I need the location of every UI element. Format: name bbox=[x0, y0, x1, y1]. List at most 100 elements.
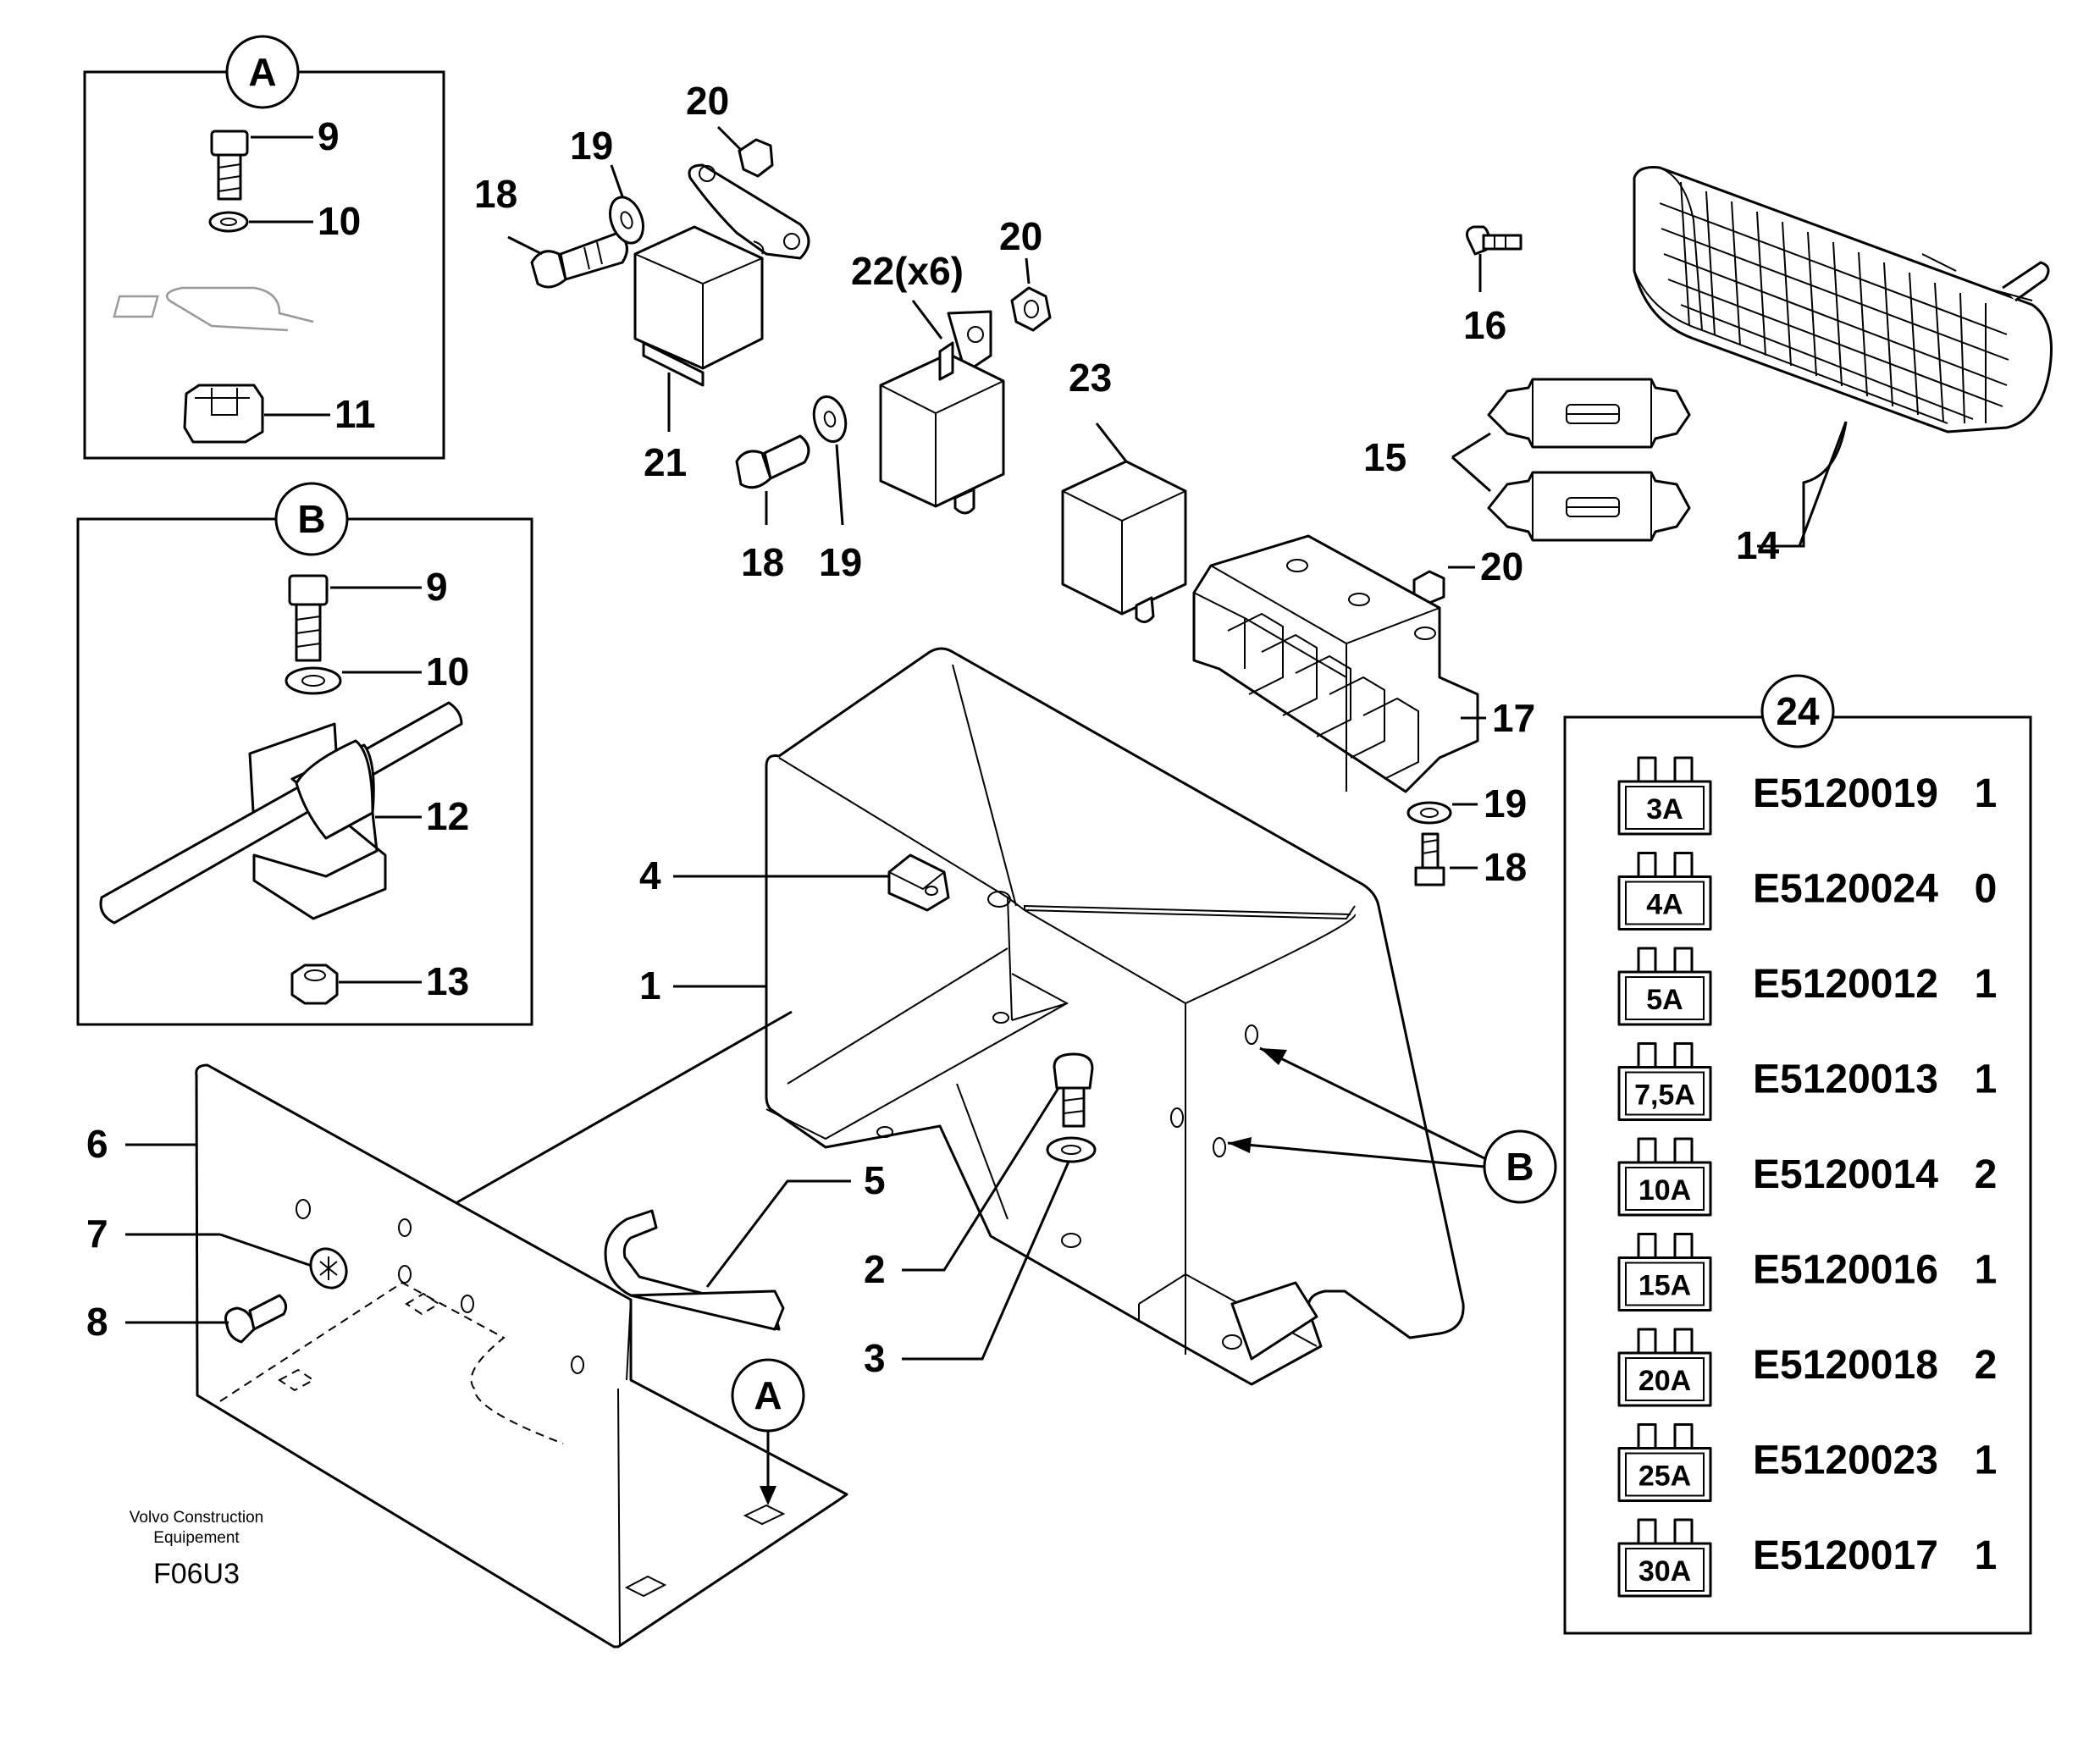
fuse-part-number: E5120012 bbox=[1753, 962, 1938, 1007]
label-20a: 20 bbox=[686, 79, 729, 123]
label-7: 7 bbox=[86, 1212, 108, 1256]
fuse-quantity: 1 bbox=[1975, 962, 1998, 1007]
label-23: 23 bbox=[1069, 356, 1112, 400]
detail-a-callout-circle bbox=[225, 35, 300, 109]
detail-a-panel: A 9 10 11 bbox=[83, 35, 445, 460]
label-8: 8 bbox=[86, 1300, 108, 1344]
fuse-table-callout: 24 bbox=[1776, 689, 1820, 733]
washer-icon bbox=[812, 395, 848, 443]
washer-icon bbox=[1046, 1136, 1097, 1163]
brand-line-2: Equipement bbox=[153, 1529, 240, 1547]
mounting-bracket-icon bbox=[195, 1063, 848, 1648]
fuse-row: 10A E5120014 2 bbox=[1617, 1137, 1998, 1217]
label-1: 1 bbox=[639, 964, 661, 1008]
detail-b-panel: B 9 10 12 13 bbox=[76, 482, 533, 1026]
label-17: 17 bbox=[1492, 696, 1535, 740]
screw-icon bbox=[1465, 225, 1522, 256]
label-11: 11 bbox=[334, 392, 376, 436]
washer-icon bbox=[285, 666, 342, 695]
label-19b: 19 bbox=[819, 540, 862, 584]
lamp-grille bbox=[1659, 181, 2009, 424]
bolt-icon bbox=[1053, 1052, 1094, 1128]
blade-fuse-icon bbox=[1617, 1233, 1712, 1311]
rubber-strip-icon bbox=[604, 1209, 785, 1331]
bolt-icon bbox=[530, 231, 628, 289]
detail-b-callout-circle bbox=[274, 482, 349, 556]
blade-fuse-icon bbox=[1617, 852, 1712, 930]
fuse-rating: 5A bbox=[1646, 984, 1683, 1016]
label-13: 13 bbox=[426, 959, 469, 1003]
label-21: 21 bbox=[644, 440, 687, 484]
fuse-rating: 4A bbox=[1646, 889, 1683, 921]
label-19c: 19 bbox=[1484, 781, 1527, 826]
bolt-icon bbox=[1414, 832, 1445, 886]
label-10b: 10 bbox=[426, 649, 469, 693]
label-15: 15 bbox=[1363, 435, 1406, 479]
label-9b: 9 bbox=[426, 565, 448, 609]
relay-icon bbox=[633, 163, 810, 387]
fuse-quantity: 2 bbox=[1975, 1152, 1998, 1197]
label-6: 6 bbox=[86, 1122, 108, 1166]
fuse-part-number: E5120016 bbox=[1753, 1248, 1938, 1293]
fuse-rating: 7,5A bbox=[1634, 1080, 1695, 1112]
label-4: 4 bbox=[639, 853, 661, 897]
label-19a: 19 bbox=[570, 124, 613, 168]
fuse-table-callout-circle bbox=[1760, 674, 1835, 748]
fuse-quantity: 2 bbox=[1975, 1343, 1998, 1388]
bulb-fuse-icon bbox=[1487, 378, 1691, 449]
washer-icon bbox=[208, 211, 249, 233]
nut-icon bbox=[1010, 286, 1052, 332]
label-18c: 18 bbox=[1484, 845, 1527, 889]
fuse-box-housing-icon bbox=[765, 647, 1465, 1386]
blade-fuse-icon bbox=[1617, 1137, 1712, 1217]
clip-icon bbox=[887, 853, 950, 912]
bolt-icon bbox=[735, 434, 810, 489]
fuse-rating: 25A bbox=[1639, 1461, 1691, 1493]
fuse-part-number: E5120019 bbox=[1753, 771, 1938, 816]
blade-fuse-icon bbox=[1617, 1423, 1712, 1502]
blade-fuse-icon bbox=[1617, 1042, 1712, 1121]
label-20c: 20 bbox=[1480, 544, 1523, 588]
label-3: 3 bbox=[864, 1336, 886, 1380]
label-5: 5 bbox=[864, 1158, 886, 1202]
fuse-part-number: E5120018 bbox=[1753, 1343, 1938, 1388]
fuse-quantity: 1 bbox=[1975, 771, 1998, 816]
fuse-part-number: E5120014 bbox=[1753, 1152, 1938, 1197]
fuse-rating: 20A bbox=[1639, 1365, 1691, 1397]
label-22: 22(x6) bbox=[851, 249, 964, 293]
label-14: 14 bbox=[1736, 523, 1780, 567]
cage-nut-icon bbox=[183, 384, 264, 444]
fuse-quantity: 1 bbox=[1975, 1438, 1998, 1483]
fuse-row: 25A E5120023 1 bbox=[1617, 1423, 1998, 1502]
fuse-rating: 3A bbox=[1646, 793, 1683, 826]
pipe-clamp-icon bbox=[99, 701, 463, 925]
fuse-holder-icon bbox=[1192, 534, 1479, 793]
main-callout-a: A bbox=[754, 1373, 782, 1417]
blade-fuse-icon bbox=[1617, 1518, 1712, 1598]
washer-icon bbox=[1406, 801, 1452, 825]
work-lamp-icon bbox=[1633, 166, 2053, 433]
fuse-rating: 15A bbox=[1639, 1270, 1691, 1302]
fuse-row: 20A E5120018 2 bbox=[1617, 1328, 1998, 1407]
fuse-part-number: E5120023 bbox=[1753, 1438, 1938, 1483]
label-2: 2 bbox=[864, 1247, 886, 1291]
detail-a-callout: A bbox=[248, 50, 276, 94]
nut-icon bbox=[738, 138, 774, 178]
fuse-rating: 10A bbox=[1639, 1174, 1691, 1207]
fuse-part-number: E5120024 bbox=[1753, 867, 1938, 912]
fuse-row: 5A E5120012 1 bbox=[1617, 947, 1998, 1026]
nut-icon bbox=[290, 964, 339, 1005]
figure-id: F06U3 bbox=[153, 1558, 240, 1590]
label-12: 12 bbox=[426, 794, 469, 838]
fuse-part-number: E5120017 bbox=[1753, 1533, 1938, 1578]
blade-fuse-icon bbox=[1617, 1328, 1712, 1407]
bulb-fuse-icon bbox=[1487, 471, 1691, 542]
screw-icon bbox=[224, 1294, 288, 1344]
